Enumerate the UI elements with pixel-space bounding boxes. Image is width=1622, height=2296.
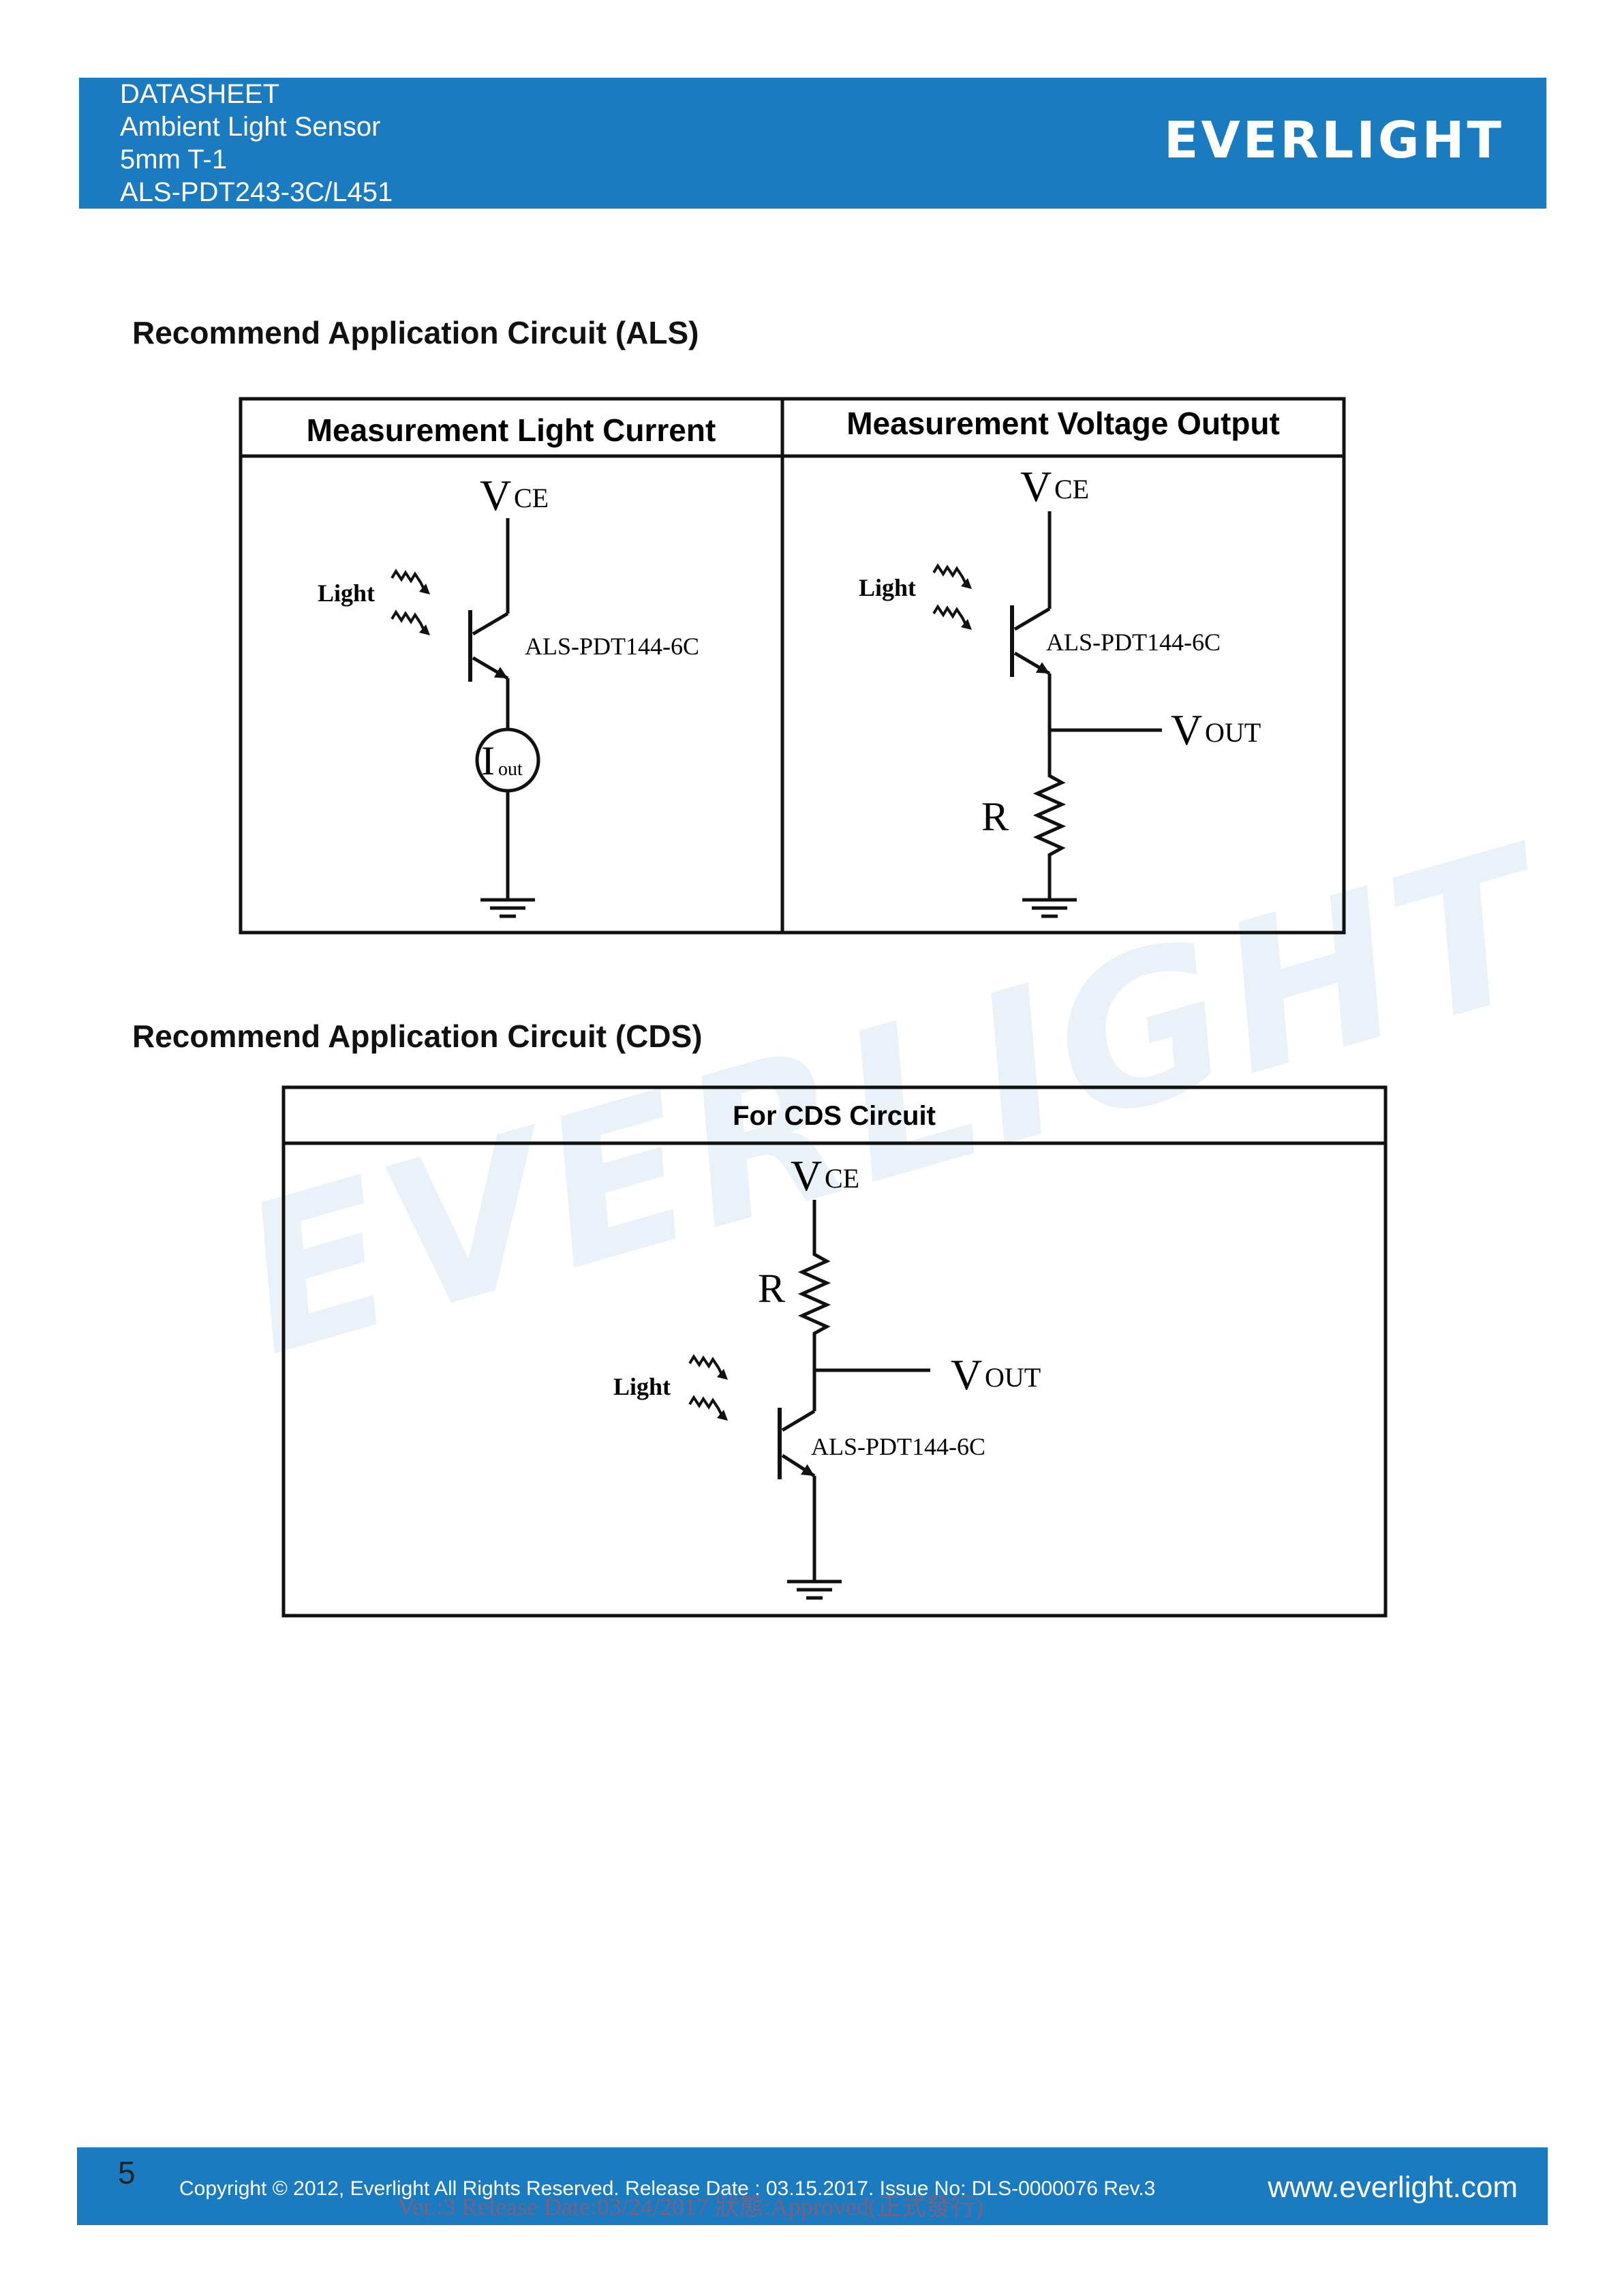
cds-table: For CDS Circuit (281, 1085, 1388, 1618)
light-label: Light (613, 1373, 671, 1400)
resistor-label: R (758, 1266, 785, 1311)
part-label: ALS-PDT144-6C (811, 1433, 985, 1460)
als-section-title: Recommend Application Circuit (ALS) (132, 315, 699, 350)
iout-sub-label: out (498, 759, 523, 780)
page-number: 5 (118, 2155, 136, 2190)
everlight-logo: EVERLIGHT (1163, 111, 1504, 170)
header-line-package: 5mm T-1 (120, 145, 228, 175)
page-footer: 5 Copyright © 2012, Everlight All Rights… (77, 2147, 1548, 2225)
vce-sub-label: CE (825, 1163, 859, 1194)
approval-stamp: Ver.:3 Release Date:03/24/2017 狀態:Approv… (397, 2193, 983, 2220)
header-line-product: Ambient Light Sensor (120, 112, 381, 142)
light-current-circuit: V CE I out Light ALS-PDT144-6C (318, 471, 699, 916)
vce-sub-label: CE (1054, 474, 1089, 504)
part-label: ALS-PDT144-6C (1046, 629, 1221, 656)
light-label: Light (318, 579, 375, 607)
vout-sub-label: OUT (1205, 717, 1261, 748)
page-header: DATASHEET Ambient Light Sensor 5mm T-1 A… (79, 78, 1546, 209)
vce-v-label: V (1020, 462, 1052, 511)
vce-sub-label: CE (514, 483, 549, 513)
part-label: ALS-PDT144-6C (525, 633, 699, 660)
vce-v-label: V (480, 471, 511, 519)
website-link[interactable]: www.everlight.com (1268, 2171, 1518, 2204)
als-table: Measurement Light Current Measurement Vo… (239, 397, 1346, 935)
header-line-part-number: ALS-PDT243-3C/L451 (120, 177, 393, 207)
cds-section-title: Recommend Application Circuit (CDS) (132, 1018, 703, 1054)
als-col1-header: Measurement Light Current (307, 412, 716, 448)
resistor-label: R (981, 794, 1009, 839)
vout-v-label: V (951, 1350, 982, 1399)
voltage-output-circuit: V CE V OUT R Light ALS-PDT144-6C (859, 462, 1261, 916)
light-label: Light (859, 574, 916, 601)
vce-v-label: V (791, 1151, 822, 1200)
copyright-text: Copyright © 2012, Everlight All Rights R… (179, 2177, 1156, 2200)
cds-header: For CDS Circuit (733, 1101, 936, 1131)
cds-circuit: V CE R V OUT Light ALS-PDT144-6C (613, 1151, 1041, 1598)
header-text-block: DATASHEET Ambient Light Sensor 5mm T-1 A… (120, 78, 393, 209)
vout-sub-label: OUT (985, 1362, 1041, 1393)
header-line-doc-type: DATASHEET (120, 79, 280, 109)
als-col2-header: Measurement Voltage Output (846, 406, 1280, 441)
iout-i-label: I (481, 738, 495, 783)
vout-v-label: V (1171, 706, 1202, 754)
